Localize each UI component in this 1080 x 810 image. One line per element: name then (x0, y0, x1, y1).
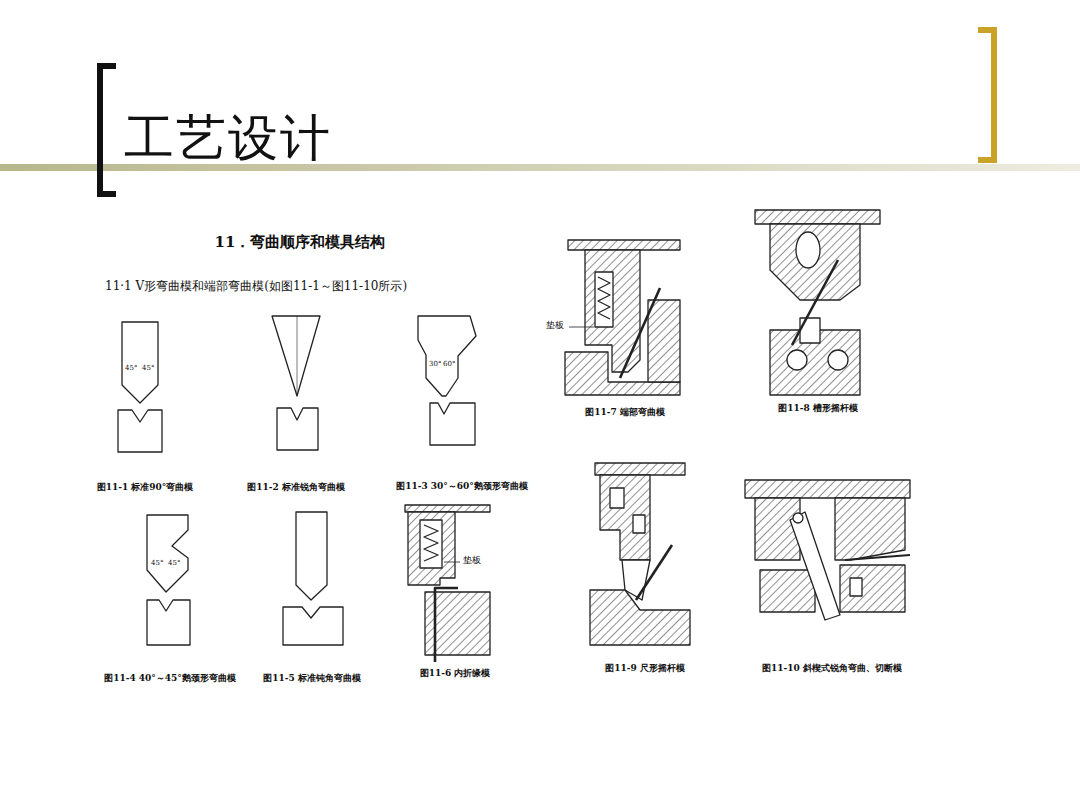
die-figure-11-7-part (648, 300, 680, 382)
die-figure-11-4-part (147, 600, 190, 645)
die-figure-11-9-part (600, 475, 650, 560)
die-figure-11-10-part (835, 498, 905, 560)
die-figure-11-6-part (444, 562, 460, 563)
section-subheading: 11·1 V形弯曲模和端部弯曲模(如图11-1～图11-10所示) (105, 280, 407, 294)
slide-art-part (118, 210, 910, 662)
die-figure-11-7-part (569, 327, 594, 328)
die-figure-11-6-part (435, 588, 458, 662)
die-figure-11-3-part (430, 403, 475, 445)
die-figure-11-6 (405, 505, 490, 662)
angle-label: 60° (443, 360, 455, 368)
figure-caption: 图11-9 尺形摇杆模 (605, 663, 685, 673)
die-figure-11-10-part (745, 480, 910, 498)
angle-label: 45° (125, 364, 137, 372)
die-figure-11-8-part (770, 224, 860, 300)
die-figure-11-2 (272, 316, 320, 450)
die-figure-11-5 (283, 512, 343, 645)
die-figure-11-7-part (598, 277, 610, 319)
die-figure-11-5-part (296, 512, 327, 600)
die-figure-11-10-part (793, 513, 803, 523)
die-figure-11-2-part (297, 316, 298, 396)
die-figure-11-10-part (790, 512, 840, 620)
figure-caption: 图11-5 标准钝角弯曲模 (263, 673, 361, 683)
section-heading: 11．弯曲顺序和模具结构 (215, 234, 386, 251)
die-figure-11-2-part (277, 408, 318, 450)
die-figure-11-1 (118, 322, 162, 452)
figure-caption: 图11-8 槽形摇杆模 (778, 403, 858, 413)
die-figure-11-8 (755, 210, 880, 395)
die-figure-11-9-part (636, 545, 672, 600)
figure-caption: 图11-3 30°～60°鹅颈形弯曲模 (396, 481, 528, 491)
die-figure-11-7-part (568, 240, 680, 250)
figure-caption: 图11-10 斜楔式锐角弯曲、切断模 (762, 663, 902, 673)
die-figure-11-10-part (845, 555, 910, 560)
die-figure-11-8-part (792, 260, 838, 345)
die-figure-11-2-part (272, 316, 320, 396)
die-figure-11-8-part (800, 318, 820, 343)
die-figure-11-7-part (620, 288, 660, 378)
part-label: 垫板 (546, 320, 564, 330)
angle-label: 45° (142, 364, 154, 372)
die-figure-11-10 (745, 480, 910, 620)
figure-caption: 图11-6 内折缘模 (420, 668, 491, 678)
angle-label: 30° (429, 360, 441, 368)
die-figure-11-3-part (418, 316, 476, 396)
die-figure-11-7-part (595, 272, 613, 327)
die-figure-11-9-part (595, 463, 685, 475)
figure-caption: 图11-7 端部弯曲模 (585, 407, 665, 417)
slide-decoration-part (978, 30, 994, 160)
die-figure-11-9 (590, 463, 690, 645)
part-label: 垫板 (463, 555, 481, 565)
die-figure-11-10-part (840, 565, 905, 612)
die-figure-11-1-part (122, 322, 158, 403)
die-figure-11-10-part (760, 570, 815, 612)
die-figure-11-8-part (755, 210, 880, 224)
slide-decoration-part (100, 66, 116, 194)
die-figure-11-6-part (420, 520, 442, 568)
figure-caption: 图11-4 40°～45°鹅颈形弯曲模 (104, 673, 236, 683)
slide-decoration (0, 30, 1080, 194)
die-figure-11-9-part (610, 488, 624, 508)
die-figure-11-3 (418, 316, 476, 445)
figure-caption: 图11-2 标准锐角弯曲模 (247, 482, 345, 492)
angle-label: 45° (168, 559, 180, 567)
die-figure-11-4 (147, 515, 190, 645)
die-figure-11-5-part (283, 607, 343, 645)
die-figure-11-8-part (796, 232, 820, 268)
die-figure-11-10-part (850, 578, 862, 596)
die-figure-11-9-part (633, 515, 645, 533)
die-figure-11-6-part (408, 512, 455, 585)
die-figure-11-7 (565, 240, 680, 395)
figure-caption: 图11-1 标准90°弯曲模 (97, 482, 194, 492)
die-figure-11-9-part (590, 590, 690, 645)
slide-title: 工艺设计 (124, 110, 332, 168)
die-figure-11-8-part (828, 350, 848, 370)
die-figure-11-6-part (424, 525, 438, 561)
die-figure-11-8-part (787, 350, 807, 370)
angle-label: 45° (151, 559, 163, 567)
die-figure-11-4-part (147, 515, 188, 592)
die-figure-11-6-part (405, 505, 490, 512)
die-figure-11-1-part (118, 410, 162, 452)
